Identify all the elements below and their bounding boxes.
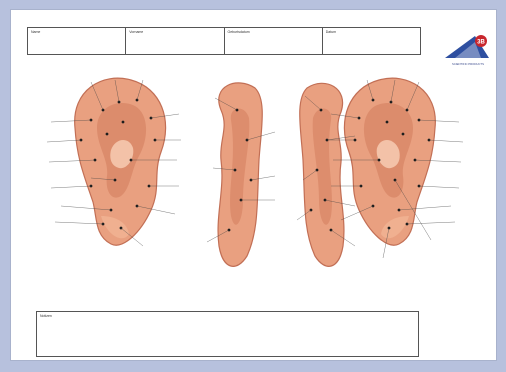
chart-sheet: Name Vorname Geburtsdatum Datum 3B SCIEN… bbox=[10, 9, 497, 361]
notes-label: Notizen bbox=[40, 314, 52, 318]
left-ear-side bbox=[218, 83, 262, 266]
notes-box[interactable]: Notizen bbox=[36, 311, 419, 357]
auricular-chart bbox=[11, 10, 498, 362]
right-ear-front bbox=[344, 78, 435, 245]
left-ear-front bbox=[75, 78, 166, 245]
